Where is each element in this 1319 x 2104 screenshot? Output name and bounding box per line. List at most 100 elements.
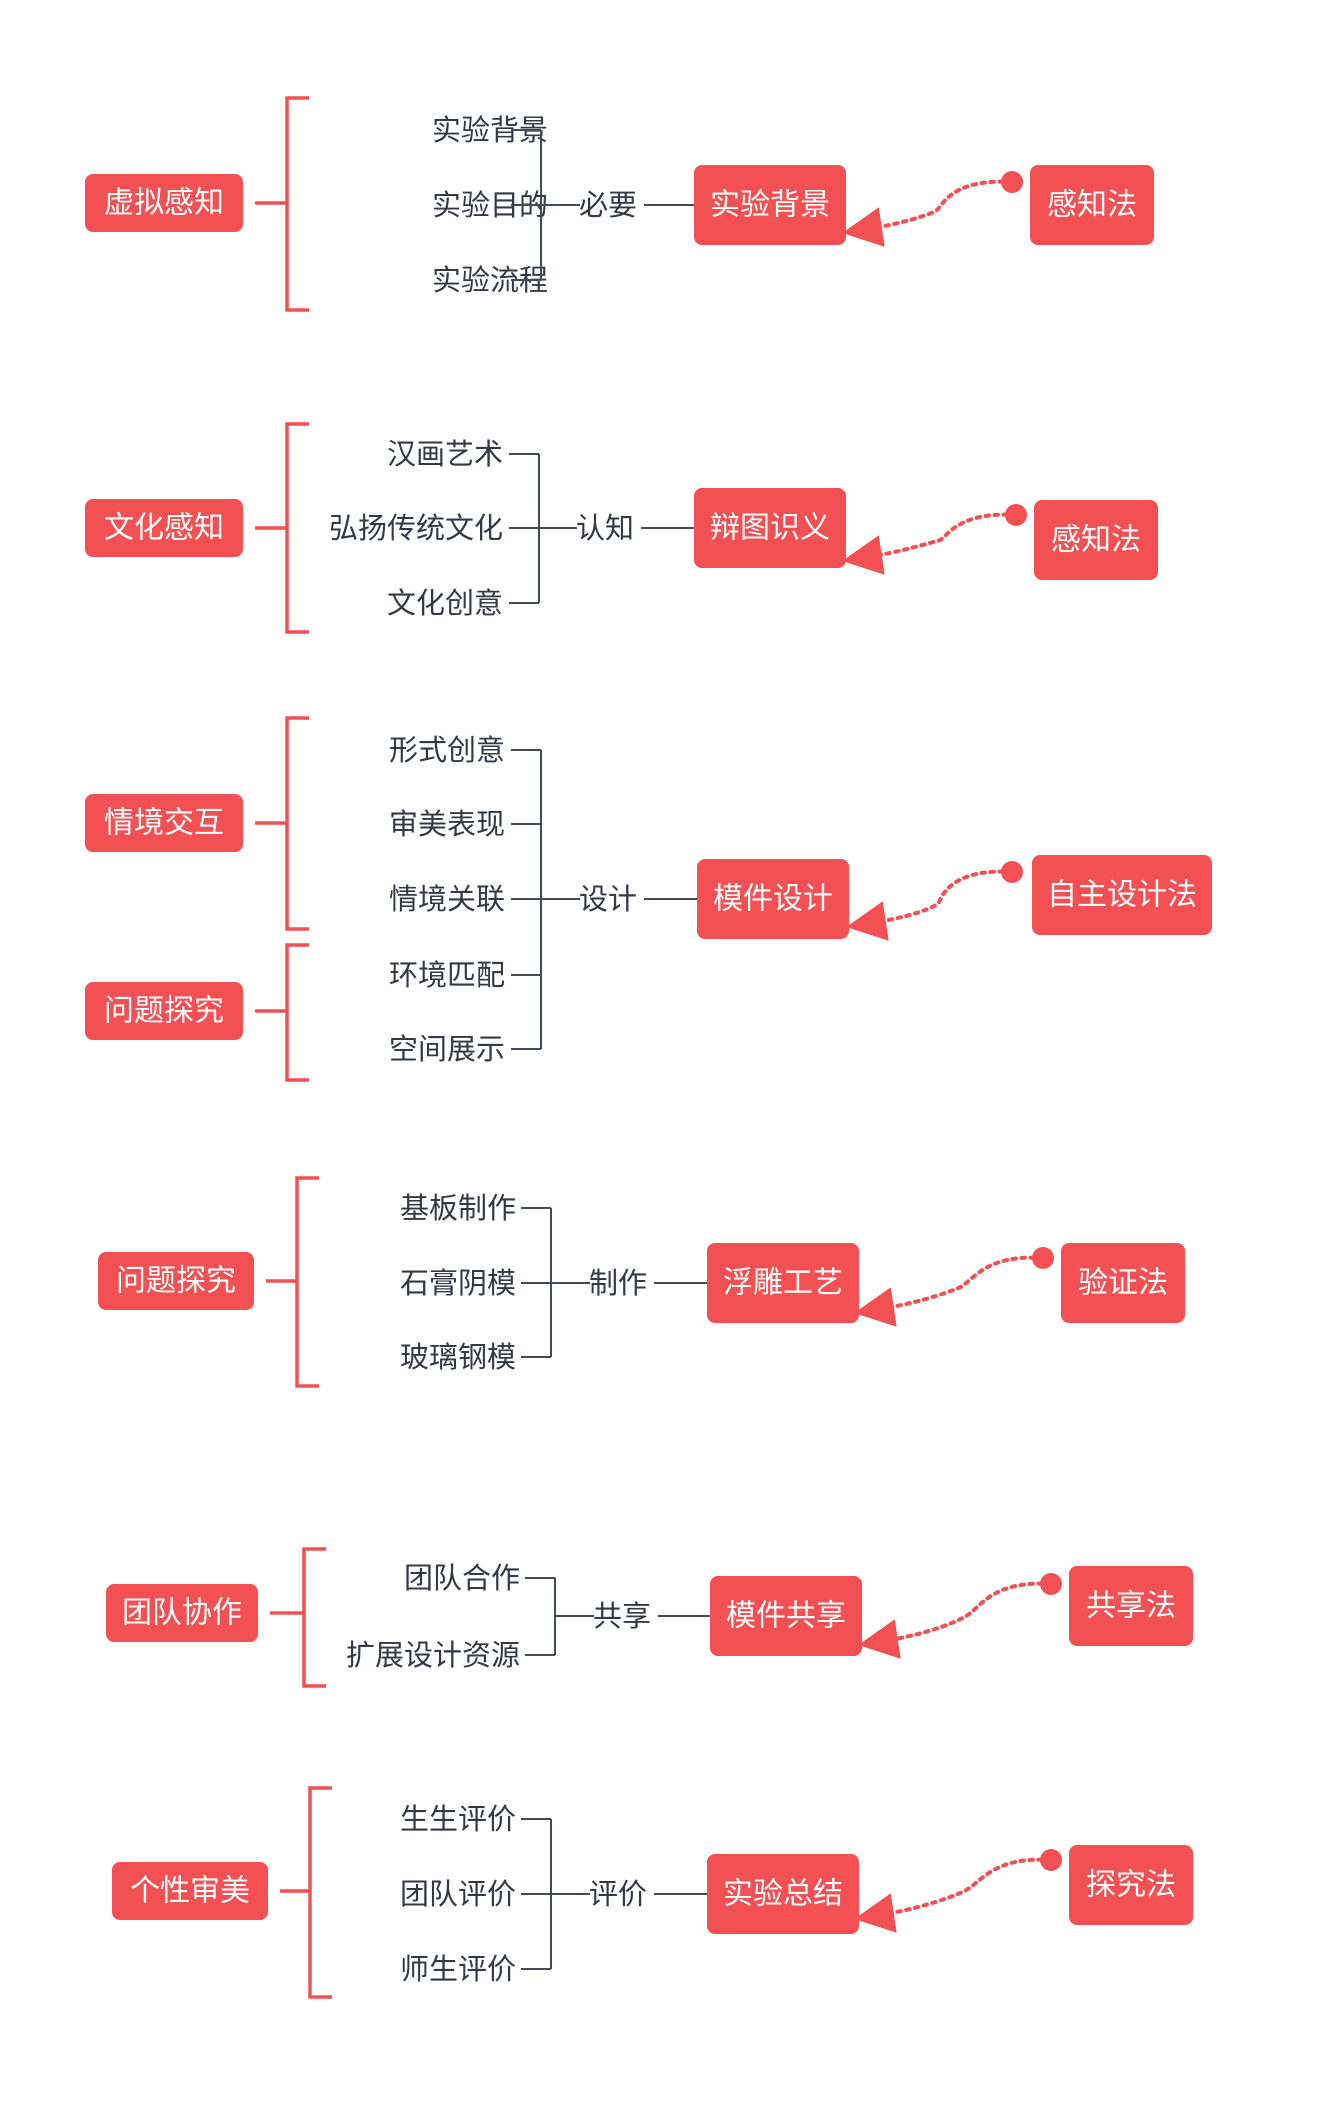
result-box: 模件设计 (697, 859, 849, 939)
item-label: 情境关联 (389, 882, 505, 916)
category-box-bg (106, 1584, 258, 1642)
category-box: 问题探究 (85, 982, 243, 1040)
category-box-bg (85, 794, 243, 852)
category-box-bg (112, 1862, 268, 1920)
method-label: 探究法 (1086, 1868, 1176, 1903)
item-label: 文化创意 (387, 586, 503, 620)
arrow-origin-dot (1040, 1573, 1062, 1595)
category-label: 文化感知 (104, 511, 224, 546)
method-box: 探究法 (1069, 1845, 1193, 1925)
result-box: 辩图识义 (694, 488, 846, 568)
result-box-bg (697, 859, 849, 939)
item-label: 生生评价 (400, 1802, 516, 1836)
method-box-bg (1030, 165, 1154, 245)
dotted-arrow (846, 869, 1014, 941)
dotted-arrow (842, 512, 1018, 575)
item-label: 扩展设计资源 (346, 1638, 520, 1672)
method-label: 感知法 (1047, 188, 1137, 223)
red-bracket (308, 1786, 332, 1999)
method-label: 自主设计法 (1047, 878, 1197, 913)
verb-label: 评价 (589, 1877, 647, 1911)
category-label: 团队协作 (122, 1596, 242, 1631)
result-box-bg (710, 1576, 862, 1656)
verb-label: 设计 (579, 882, 637, 916)
item-label: 团队合作 (404, 1561, 520, 1595)
category-box: 个性审美 (112, 1862, 268, 1920)
method-box-bg (1061, 1243, 1185, 1323)
result-label: 实验背景 (710, 188, 830, 223)
verb-label: 共享 (593, 1599, 651, 1633)
category-label: 问题探究 (104, 994, 224, 1029)
result-box-bg (707, 1243, 859, 1323)
method-box: 自主设计法 (1032, 855, 1212, 935)
arrow-origin-dot (1040, 1849, 1062, 1871)
item-label: 石膏阴模 (400, 1266, 516, 1300)
method-box-bg (1032, 855, 1212, 935)
method-box-bg (1069, 1845, 1193, 1925)
method-box-bg (1069, 1566, 1193, 1646)
method-label: 验证法 (1078, 1266, 1168, 1301)
red-bracket (285, 96, 309, 312)
arrow-origin-dot (1001, 861, 1023, 883)
result-box-bg (694, 488, 846, 568)
item-label: 形式创意 (389, 733, 505, 767)
item-label: 弘扬传统文化 (329, 511, 503, 545)
category-label: 情境交互 (104, 806, 224, 841)
result-box-bg (694, 165, 846, 245)
result-box: 实验总结 (707, 1854, 859, 1934)
red-bracket (302, 1547, 326, 1688)
method-box: 感知法 (1030, 165, 1154, 245)
category-box: 问题探究 (98, 1252, 254, 1310)
method-box: 感知法 (1034, 500, 1158, 580)
verb-label: 必要 (579, 188, 637, 222)
category-box-bg (85, 499, 243, 557)
dotted-arrow (858, 1581, 1053, 1659)
dotted-arrow (854, 1857, 1053, 1933)
result-box: 模件共享 (710, 1576, 862, 1656)
result-label: 辩图识义 (710, 511, 830, 546)
item-label: 基板制作 (400, 1191, 516, 1225)
item-label: 环境匹配 (389, 958, 505, 992)
result-box-bg (707, 1854, 859, 1934)
method-box-bg (1034, 500, 1158, 580)
verb-label: 制作 (589, 1266, 647, 1300)
item-label: 审美表现 (389, 807, 505, 841)
method-label: 共享法 (1086, 1589, 1176, 1624)
result-box: 浮雕工艺 (707, 1243, 859, 1323)
red-bracket (285, 716, 309, 931)
category-box: 情境交互 (85, 794, 243, 852)
method-label: 感知法 (1051, 523, 1141, 558)
dotted-arrow (842, 179, 1014, 247)
flow-group-2: 文化感知汉画艺术弘扬传统文化文化创意认知辩图识义感知法 (85, 422, 1158, 634)
item-label: 团队评价 (400, 1877, 516, 1911)
category-box-bg (98, 1252, 254, 1310)
category-box: 文化感知 (85, 499, 243, 557)
arrow-origin-dot (1001, 171, 1023, 193)
flow-group-1: 虚拟感知实验背景实验目的实验流程必要实验背景感知法 (85, 96, 1154, 312)
result-label: 模件设计 (713, 882, 833, 917)
method-box: 共享法 (1069, 1566, 1193, 1646)
red-bracket (285, 422, 309, 634)
item-label: 空间展示 (389, 1032, 505, 1066)
category-label: 问题探究 (116, 1264, 236, 1299)
category-box-bg (85, 982, 243, 1040)
item-label: 师生评价 (400, 1952, 516, 1986)
item-label: 汉画艺术 (387, 437, 503, 471)
category-label: 虚拟感知 (104, 186, 224, 221)
result-label: 浮雕工艺 (723, 1266, 843, 1301)
result-box: 实验背景 (694, 165, 846, 245)
red-bracket (285, 943, 309, 1082)
category-label: 个性审美 (130, 1874, 250, 1909)
category-box: 团队协作 (106, 1584, 258, 1642)
red-bracket (295, 1176, 319, 1388)
arrow-origin-dot (1032, 1247, 1054, 1269)
arrow-origin-dot (1005, 504, 1027, 526)
dotted-arrow (854, 1255, 1045, 1327)
item-label: 玻璃钢模 (400, 1340, 516, 1374)
category-box-bg (85, 174, 243, 232)
